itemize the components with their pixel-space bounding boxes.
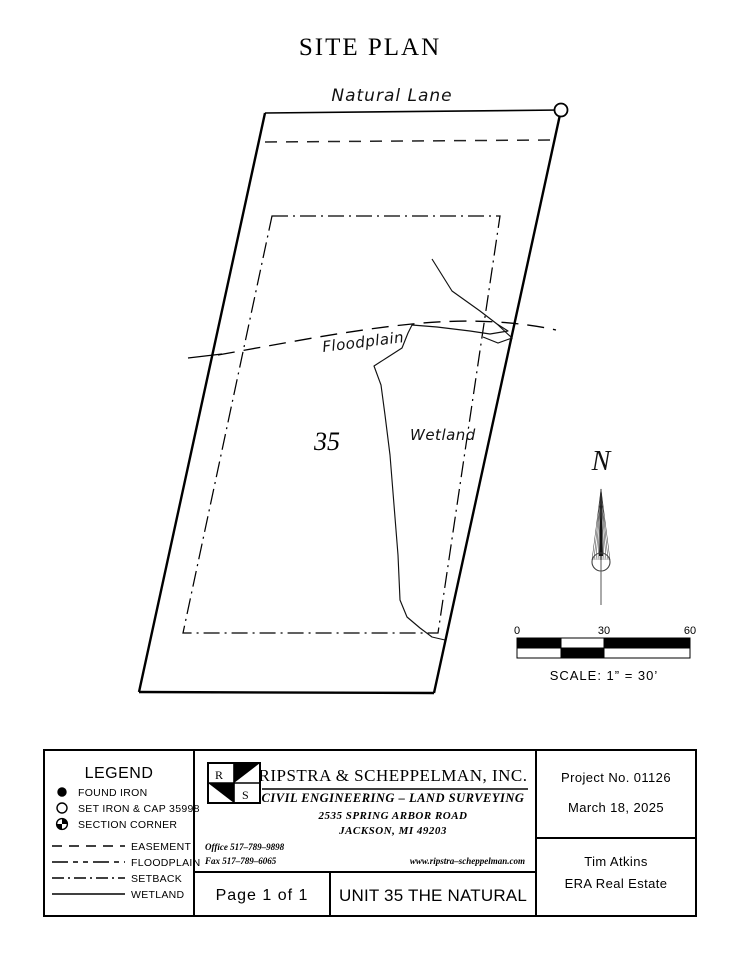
firm-discipline: CIVIL ENGINEERING – LAND SURVEYING xyxy=(262,791,525,805)
legend-label-set-iron: SET IRON & CAP 35998 xyxy=(78,803,200,815)
client-name-label: Tim Atkins xyxy=(584,854,648,869)
section-corner-icon xyxy=(55,817,69,831)
scale-caption: SCALE: 1” = 30’ xyxy=(550,668,659,683)
floodplain-west-stub xyxy=(187,353,223,359)
title-block: LEGEND FOUND IRON SET IRON & CAP 35998 S… xyxy=(43,749,697,917)
legend-label-found-iron: FOUND IRON xyxy=(78,787,148,799)
project-number-label: Project No. 01126 xyxy=(561,770,671,785)
wetland-label: Wetland xyxy=(410,426,476,444)
firm-office-phone: Office 517–789–9898 xyxy=(205,842,285,852)
set-iron-cap-icon xyxy=(56,802,68,814)
title-block-frame xyxy=(43,749,697,917)
setback-line xyxy=(182,215,501,634)
client-company-label: ERA Real Estate xyxy=(565,876,668,891)
firm-logo-letter-s: S xyxy=(242,788,249,802)
parcel-south-line xyxy=(138,690,435,695)
legend-label-wetland: WETLAND xyxy=(131,889,185,901)
north-spike xyxy=(599,487,603,556)
scale-seg-top-1 xyxy=(516,637,562,649)
scale-seg-bot-2 xyxy=(560,647,605,659)
firm-address-line2: JACKSON, MI 49203 xyxy=(338,825,447,837)
scale-seg-bot-3 xyxy=(603,647,691,659)
page-title: SITE PLAN xyxy=(299,34,441,61)
firm-logo: R S xyxy=(207,762,261,804)
firm-name: RIPSTRA & SCHEPPELMAN, INC. xyxy=(258,766,527,785)
parcel-boundary xyxy=(137,109,563,695)
firm-logo-letter-r: R xyxy=(215,768,223,782)
unit-name-label: UNIT 35 THE NATURAL xyxy=(339,886,527,905)
scale-tick-end: 60 xyxy=(684,625,696,637)
wetland-boundary xyxy=(373,258,509,641)
page-number-label: Page 1 of 1 xyxy=(216,887,309,904)
scale-tick-mid: 30 xyxy=(598,625,610,637)
legend-label-setback: SETBACK xyxy=(131,873,182,885)
firm-fax-phone: Fax 517–789–6065 xyxy=(204,856,277,866)
firm-panel: R S RIPSTRA & SCHEPPELMAN, INC. CIVIL EN… xyxy=(204,762,528,866)
parcel-west-line xyxy=(137,112,267,693)
road-name-label: Natural Lane xyxy=(331,86,452,106)
legend-label-easement: EASEMENT xyxy=(131,841,191,853)
lot-number-label: 35 xyxy=(313,427,340,456)
found-iron-icon xyxy=(57,787,67,797)
scale-bar: 0 30 60 SCALE: 1” = 30’ xyxy=(514,625,696,683)
easement-line xyxy=(264,139,553,143)
legend-panel: LEGEND FOUND IRON SET IRON & CAP 35998 S… xyxy=(52,765,201,901)
scale-seg-top-2 xyxy=(560,637,605,649)
floodplain-line xyxy=(217,320,557,356)
wetland-notch xyxy=(482,323,514,344)
legend-label-floodplain: FLOODPLAIN xyxy=(131,857,201,869)
north-letter-label: N xyxy=(591,446,612,477)
firm-website: www.ripstra–scheppelman.com xyxy=(410,856,525,866)
set-iron-cap-monument-icon xyxy=(553,102,569,118)
parcel-east-line xyxy=(432,109,563,694)
legend-label-section-corner: SECTION CORNER xyxy=(78,819,177,831)
project-date-label: March 18, 2025 xyxy=(568,800,664,815)
scale-tick-start: 0 xyxy=(514,625,520,637)
scale-seg-top-3 xyxy=(603,637,691,649)
firm-address-line1: 2535 SPRING ARBOR ROAD xyxy=(317,810,467,822)
legend-title: LEGEND xyxy=(85,765,154,782)
north-arrow: N xyxy=(591,446,612,605)
parcel-north-line xyxy=(264,109,562,114)
scale-seg-bot-1 xyxy=(516,647,562,659)
